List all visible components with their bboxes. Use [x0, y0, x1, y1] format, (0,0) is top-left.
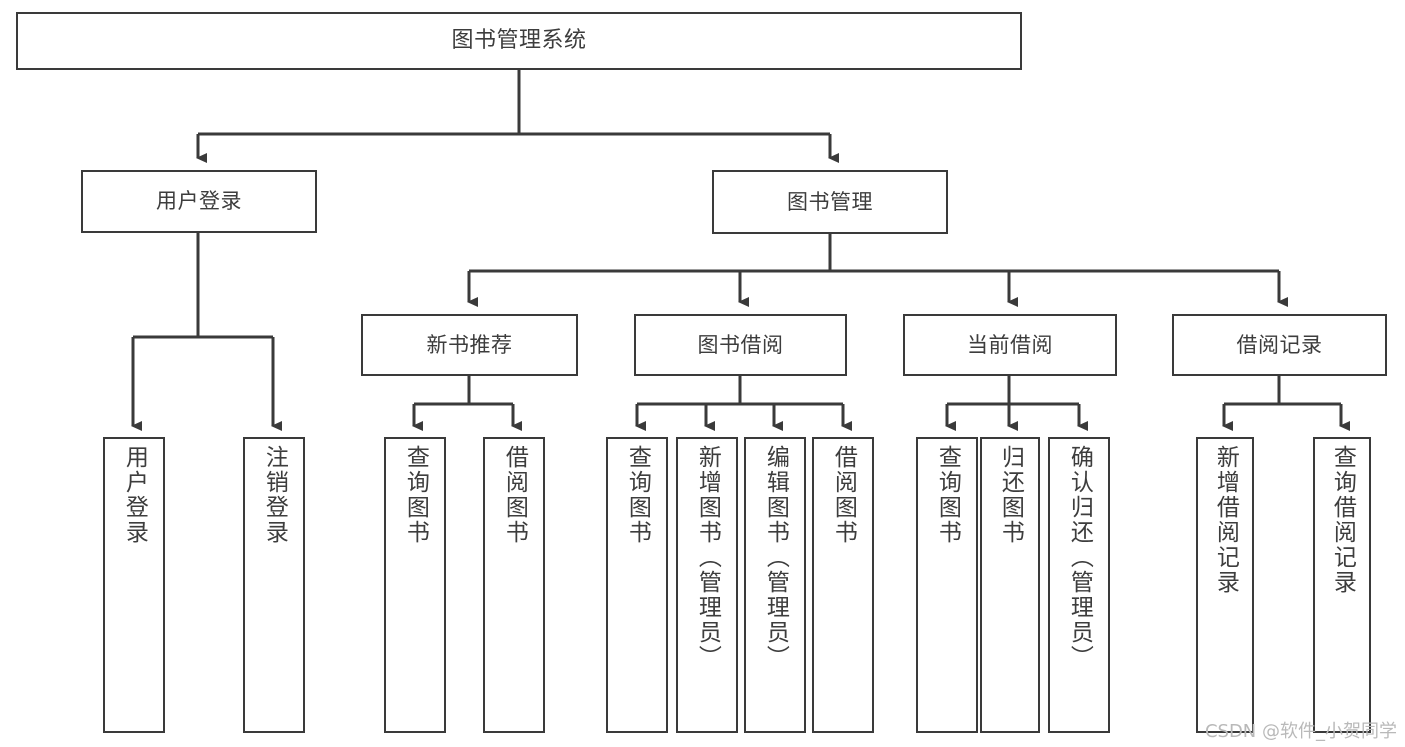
- leaf-logout[interactable]: 注销登录: [243, 437, 305, 733]
- node-user-login[interactable]: 用户登录: [81, 170, 317, 233]
- leaf-query-book-2[interactable]: 查询图书: [606, 437, 668, 733]
- leaf-user-login-label: 用户登录: [121, 445, 148, 545]
- leaf-user-login[interactable]: 用户登录: [103, 437, 165, 733]
- node-book-management[interactable]: 图书管理: [712, 170, 948, 234]
- node-root-label: 图书管理系统: [451, 28, 587, 53]
- leaf-edit-book-label: 编辑图书（管理员）: [762, 445, 789, 670]
- node-root[interactable]: 图书管理系统: [16, 12, 1022, 70]
- node-user-login-label: 用户登录: [156, 189, 242, 213]
- leaf-query-book-3[interactable]: 查询图书: [916, 437, 978, 733]
- node-current-borrow-label: 当前借阅: [967, 332, 1053, 357]
- leaf-confirm-return-label: 确认归还（管理员）: [1066, 445, 1093, 670]
- leaf-borrow-book-2[interactable]: 借阅图书: [812, 437, 874, 733]
- leaf-query-book-1-label: 查询图书: [402, 445, 429, 545]
- leaf-confirm-return[interactable]: 确认归还（管理员）: [1048, 437, 1110, 733]
- leaf-add-record[interactable]: 新增借阅记录: [1196, 437, 1254, 733]
- leaf-query-record-label: 查询借阅记录: [1329, 445, 1356, 595]
- node-current-borrow[interactable]: 当前借阅: [903, 314, 1117, 376]
- node-borrow-record[interactable]: 借阅记录: [1172, 314, 1387, 376]
- leaf-edit-book[interactable]: 编辑图书（管理员）: [744, 437, 806, 733]
- leaf-add-record-label: 新增借阅记录: [1212, 445, 1239, 595]
- leaf-query-book-3-label: 查询图书: [934, 445, 961, 545]
- leaf-return-book[interactable]: 归还图书: [980, 437, 1040, 733]
- node-book-borrow-label: 图书借阅: [697, 332, 784, 357]
- node-book-management-label: 图书管理: [787, 189, 873, 214]
- leaf-return-book-label: 归还图书: [997, 445, 1024, 545]
- leaf-query-book-2-label: 查询图书: [624, 445, 651, 545]
- csdn-watermark: CSDN @软件_小贺同学: [1204, 721, 1397, 742]
- leaf-add-book[interactable]: 新增图书（管理员）: [676, 437, 738, 733]
- node-borrow-record-label: 借阅记录: [1236, 332, 1323, 357]
- leaf-query-book-1[interactable]: 查询图书: [384, 437, 446, 733]
- leaf-logout-label: 注销登录: [261, 445, 288, 545]
- leaf-borrow-book-1[interactable]: 借阅图书: [483, 437, 545, 733]
- node-book-borrow[interactable]: 图书借阅: [634, 314, 847, 376]
- leaf-borrow-book-2-label: 借阅图书: [830, 445, 857, 545]
- leaf-query-record[interactable]: 查询借阅记录: [1313, 437, 1371, 733]
- leaf-borrow-book-1-label: 借阅图书: [501, 445, 528, 545]
- node-new-book-recommend-label: 新书推荐: [426, 332, 513, 357]
- node-new-book-recommend[interactable]: 新书推荐: [361, 314, 578, 376]
- leaf-add-book-label: 新增图书（管理员）: [694, 445, 721, 670]
